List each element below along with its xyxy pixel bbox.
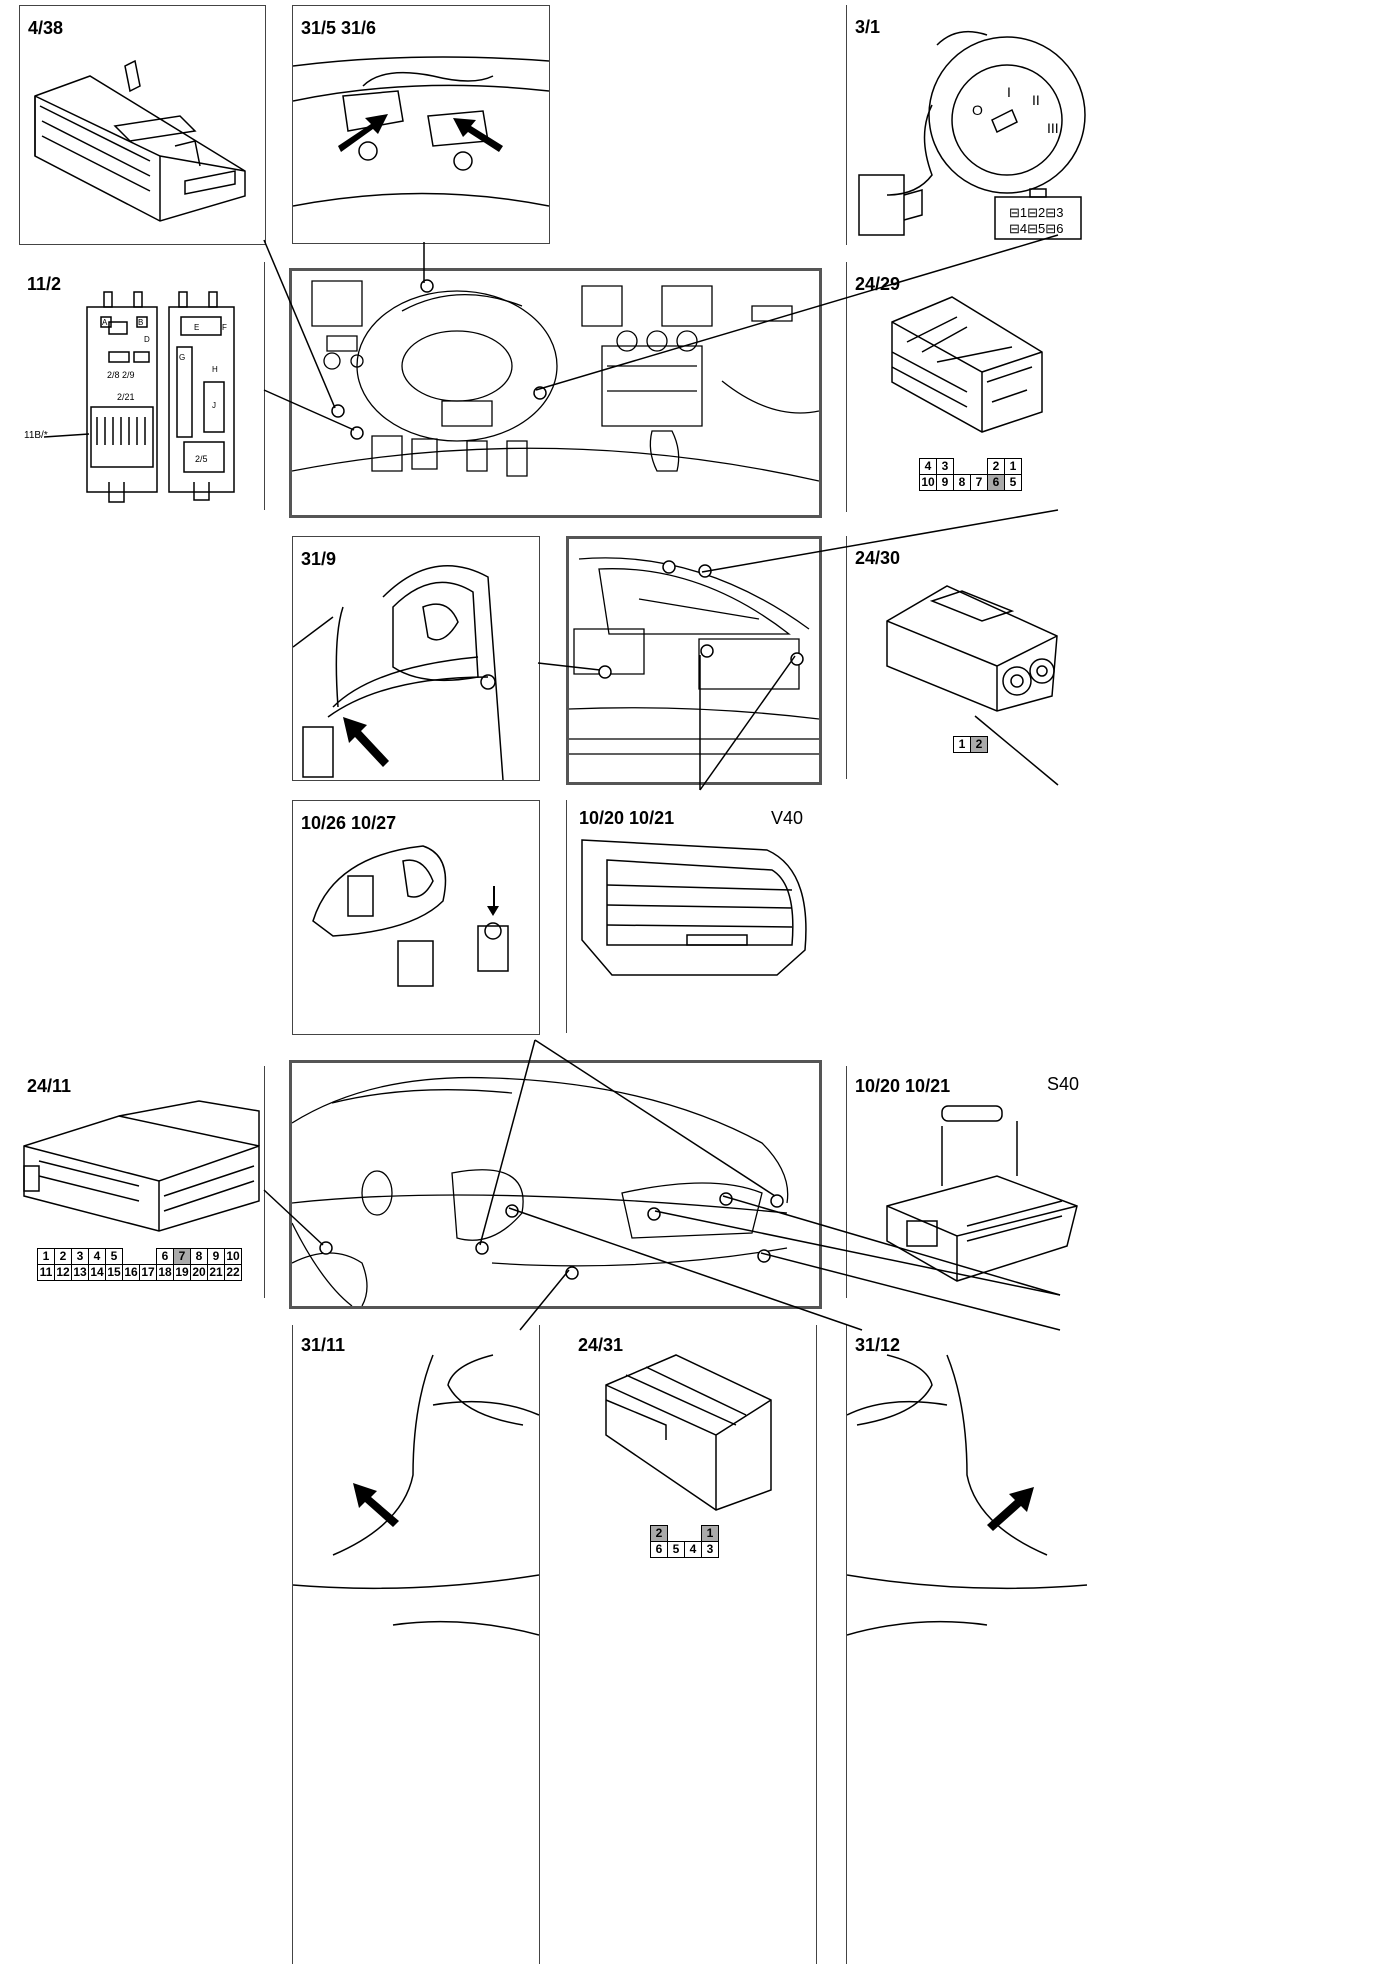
panel-label: 31/9 bbox=[301, 549, 337, 569]
panel-label: 31/11 bbox=[301, 1335, 346, 1355]
panel-3-1: 3/1 O I II III ⊟1⊟2⊟3 ⊟4⊟5⊟6 bbox=[846, 5, 1087, 245]
fuse-2-5: 2/5 bbox=[195, 454, 208, 464]
rear-wing-right-illustration bbox=[847, 1354, 1087, 1636]
panel-10-20-10-21-v40: 10/20 10/21 V40 bbox=[566, 800, 817, 1033]
panel-label: 11/2 bbox=[27, 274, 62, 294]
svg-text:J: J bbox=[212, 401, 216, 410]
svg-text:F: F bbox=[222, 323, 227, 332]
panel-11-2: 11/2 2/8 2/9 2/21 2/5 A B D E F G bbox=[19, 262, 265, 510]
panel-label: 4/38 bbox=[28, 18, 64, 38]
pin-row-2: ⊟4⊟5⊟6 bbox=[1009, 221, 1064, 236]
panel-label: 31/12 bbox=[855, 1335, 901, 1355]
fuse-2-21: 2/21 bbox=[117, 392, 135, 402]
panel-label: 31/5 31/6 bbox=[301, 18, 377, 38]
panel-label: 24/31 bbox=[578, 1335, 624, 1355]
panel-label: 3/1 bbox=[855, 17, 881, 37]
svg-text:B: B bbox=[138, 318, 143, 327]
tailgate-illustration bbox=[569, 557, 819, 755]
panel-label: 10/26 10/27 bbox=[301, 813, 397, 833]
svg-text:III: III bbox=[1047, 120, 1059, 136]
panel-31-9: 31/9 bbox=[292, 536, 540, 781]
panel-label: 24/11 bbox=[27, 1076, 72, 1096]
svg-text:O: O bbox=[972, 102, 983, 118]
svg-text:I: I bbox=[1007, 84, 1011, 100]
fuse-box-illustration: 2/8 2/9 2/21 2/5 A B D E F G H J bbox=[43, 291, 235, 503]
callout-11b: 11B/* bbox=[24, 430, 48, 441]
connector-24-11-illustration bbox=[23, 1100, 260, 1232]
svg-text:II: II bbox=[1032, 92, 1040, 108]
ignition-switch-illustration: O I II III bbox=[858, 30, 1086, 240]
panel-rear-car bbox=[289, 1060, 822, 1309]
panel-label: 10/20 10/21 bbox=[579, 808, 675, 828]
dashboard-illustration bbox=[292, 279, 819, 482]
panel-10-20-10-21-s40: 10/20 10/21 S40 bbox=[846, 1066, 1087, 1298]
panel-tailgate bbox=[566, 536, 822, 785]
svg-text:D: D bbox=[144, 335, 150, 344]
license-lamp-s40-illustration bbox=[886, 1105, 1078, 1282]
svg-text:H: H bbox=[212, 365, 218, 374]
tail-lamp-v40-illustration bbox=[581, 839, 807, 976]
dash-connectors-illustration bbox=[293, 56, 549, 207]
panel-10-26-10-27: 10/26 10/27 bbox=[292, 800, 540, 1035]
connector-24-31-illustration bbox=[605, 1354, 772, 1511]
control-module-illustration bbox=[34, 59, 246, 222]
pin-row-1: ⊟1⊟2⊟3 bbox=[1009, 205, 1064, 220]
model-label: S40 bbox=[1047, 1074, 1080, 1094]
bulb-holders-illustration bbox=[312, 845, 509, 987]
panel-4-38: 4/38 bbox=[19, 5, 266, 245]
model-label: V40 bbox=[771, 808, 804, 828]
panel-dashboard bbox=[289, 268, 822, 518]
panel-31-11: 31/11 bbox=[292, 1325, 540, 1964]
connector-24-30-illustration bbox=[886, 585, 1058, 712]
fuse-2-8: 2/8 2/9 bbox=[107, 370, 135, 380]
rear-car-illustration bbox=[292, 1076, 789, 1306]
rear-wing-left-illustration bbox=[293, 1354, 539, 1636]
svg-text:G: G bbox=[179, 353, 185, 362]
panel-31-12: 31/12 bbox=[846, 1325, 1087, 1964]
panel-label: 10/20 10/21 bbox=[855, 1076, 951, 1096]
svg-text:A: A bbox=[102, 318, 108, 327]
svg-text:E: E bbox=[194, 323, 199, 332]
rear-light-housing-illustration bbox=[293, 565, 504, 780]
panel-31-5-31-6: 31/5 31/6 bbox=[292, 5, 550, 244]
